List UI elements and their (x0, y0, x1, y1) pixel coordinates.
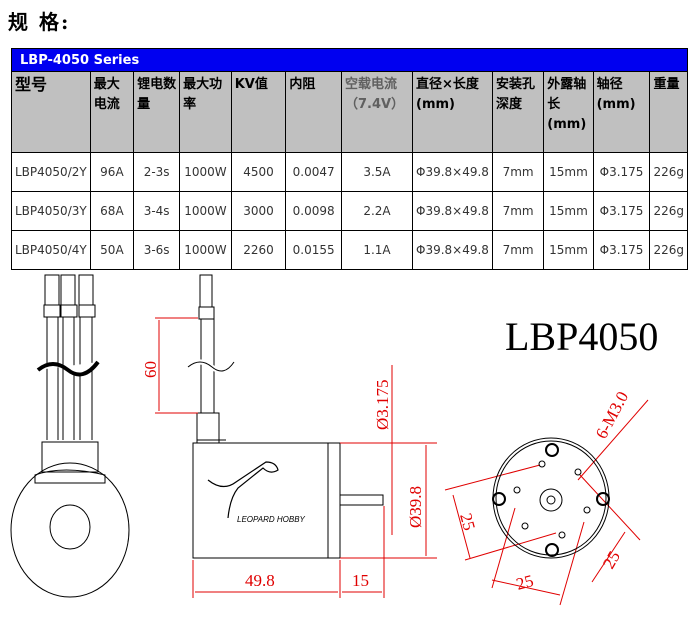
table-cell: 15mm (543, 230, 594, 270)
column-header: 安装孔深度 (491, 71, 545, 153)
table-cell: 2-3s (133, 152, 181, 192)
column-header: 最大电流 (89, 71, 135, 153)
brand-logo: LEOPARD HOBBY (237, 515, 306, 524)
table-cell: Φ39.8×49.8 (412, 230, 493, 270)
table-cell: 7mm (491, 191, 545, 231)
table-cell: Φ39.8×49.8 (412, 191, 493, 231)
series-header: LBP-4050 Series (11, 48, 688, 72)
dim-shaft-length: 15 (352, 571, 369, 590)
column-header: 内阻 (285, 71, 342, 153)
table-cell: 226g (649, 152, 688, 192)
table-cell: 50A (89, 230, 135, 270)
table-cell: 68A (89, 191, 135, 231)
table-cell: Φ3.175 (592, 230, 651, 270)
table-cell: Φ3.175 (592, 191, 651, 231)
table-cell: 3-4s (133, 191, 181, 231)
dim-mount-holes: 6-M3.0 (592, 388, 632, 442)
column-header: 空载电流（7.4V） (340, 71, 414, 153)
front-view (492, 437, 610, 559)
dim-hole-spacing-3: 25 (599, 548, 624, 572)
model-label: LBP4050 (505, 314, 658, 359)
table-cell: 2260 (230, 230, 287, 270)
dim-shaft-diameter: Ø3.175 (373, 379, 392, 430)
table-cell: 2.2A (340, 191, 414, 231)
table-cell: 226g (649, 230, 688, 270)
rear-view (10, 274, 130, 598)
table-cell: 0.0098 (285, 191, 342, 231)
table-cell: 0.0047 (285, 152, 342, 192)
dim-wire-length: 60 (141, 361, 160, 378)
column-header: 直径×长度(mm) (412, 71, 493, 153)
table-cell: 1000W (179, 152, 232, 192)
dim-hole-spacing-1: 25 (456, 511, 479, 532)
dimension-labels: 60 Ø3.175 Ø39.8 49.8 15 6-M3.0 25 25 25 (141, 361, 632, 594)
column-header: KV值 (230, 71, 287, 153)
dimensions (155, 317, 649, 606)
page-title: 规 格: (8, 10, 71, 34)
table-cell: 3-6s (133, 230, 181, 270)
table-cell: 1000W (179, 191, 232, 231)
table-cell: Φ39.8×49.8 (412, 152, 493, 192)
dim-hole-spacing-2: 25 (514, 571, 535, 594)
table-cell: Φ3.175 (592, 152, 651, 192)
table-cell: 7mm (491, 152, 545, 192)
table-cell: 96A (89, 152, 135, 192)
technical-drawing: LEOPARD HOBBY 60 Ø3.175 Ø39.8 49.8 15 6-… (10, 274, 658, 606)
table-cell: 7mm (491, 230, 545, 270)
table-cell: 0.0155 (285, 230, 342, 270)
column-header: 型号 (11, 71, 91, 153)
dim-body-length: 49.8 (245, 571, 275, 590)
table-cell: 3000 (230, 191, 287, 231)
table-cell: 226g (649, 191, 688, 231)
table-cell: LBP4050/2Y (11, 152, 91, 192)
column-header: 锂电数量 (133, 71, 181, 153)
column-header: 重量 (649, 71, 688, 153)
table-cell: LBP4050/3Y (11, 191, 91, 231)
table-cell: LBP4050/4Y (11, 230, 91, 270)
column-header: 最大功率 (179, 71, 232, 153)
table-cell: 4500 (230, 152, 287, 192)
table-cell: 15mm (543, 152, 594, 192)
side-view: LEOPARD HOBBY (186, 274, 384, 559)
table-cell: 1.1A (340, 230, 414, 270)
column-header: 轴径(mm) (592, 71, 651, 153)
table-cell: 15mm (543, 191, 594, 231)
table-cell: 3.5A (340, 152, 414, 192)
column-header: 外露轴长(mm) (543, 71, 594, 153)
table-cell: 1000W (179, 230, 232, 270)
dim-body-diameter: Ø39.8 (406, 486, 425, 528)
